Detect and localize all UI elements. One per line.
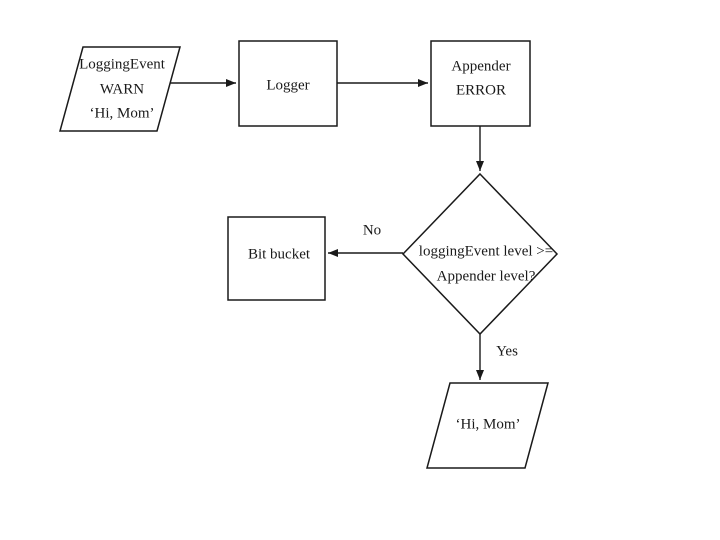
- output-parallelogram: [426, 382, 549, 469]
- logger-label: Logger: [266, 77, 310, 94]
- logger-box: [238, 40, 338, 127]
- logging-event-line-3: ‘Hi, Mom’: [89, 105, 155, 122]
- no-branch-label: No: [362, 222, 382, 239]
- decision-line-2: Appender level?: [436, 268, 536, 285]
- logging-event-line-1: LoggingEvent: [79, 56, 165, 73]
- appender-line-2: ERROR: [455, 82, 507, 99]
- bit-bucket-label: Bit bucket: [247, 246, 311, 263]
- output-message-label: ‘Hi, Mom’: [455, 416, 521, 433]
- bit-bucket-box: [227, 216, 326, 301]
- decision-line-1: loggingEvent level >=: [418, 243, 554, 260]
- logging-event-parallelogram: [59, 46, 181, 132]
- logging-event-line-2: WARN: [99, 81, 145, 98]
- yes-branch-label: Yes: [496, 343, 518, 360]
- appender-line-1: Appender: [451, 58, 511, 75]
